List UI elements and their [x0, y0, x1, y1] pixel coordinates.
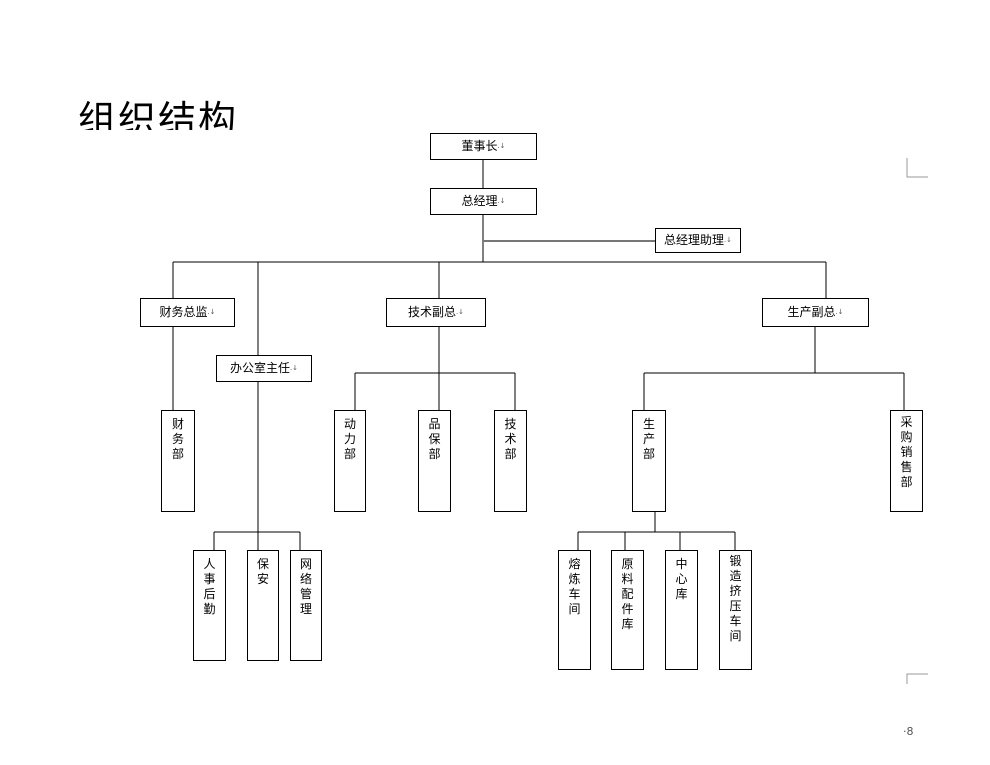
char: 库: [621, 617, 634, 631]
cfo-box: 财务总监.↓: [140, 298, 235, 327]
char: 挤: [729, 584, 742, 598]
gm-assistant-label: 总经理助理: [663, 233, 724, 247]
char: 配: [621, 587, 634, 601]
char: 车: [729, 614, 742, 628]
char: 采: [900, 415, 913, 429]
char: 保: [256, 557, 269, 571]
char: 动: [343, 417, 356, 431]
char: 品: [428, 417, 441, 431]
char: 网: [299, 557, 312, 571]
char: 库: [675, 587, 688, 601]
char: 术: [504, 432, 517, 446]
page-title: 组织结构: [78, 98, 239, 130]
hr-logistics-box: 人 事 后 勤: [193, 550, 226, 661]
char: 造: [729, 569, 742, 583]
char: 熔: [568, 557, 581, 571]
char: 压: [729, 599, 742, 613]
page-number: ·8: [903, 725, 914, 738]
char: 售: [900, 460, 913, 474]
char: 络: [299, 572, 312, 586]
char: 销: [900, 445, 913, 459]
network-mgmt-box: 网 络 管 理: [290, 550, 322, 661]
char: 事: [203, 572, 216, 586]
char: 部: [343, 447, 356, 461]
office-director-label: 办公室主任: [229, 361, 290, 375]
char: 炼: [568, 572, 581, 586]
char: 间: [568, 602, 581, 616]
char: 原: [621, 557, 634, 571]
page-corner-marks: [906, 158, 928, 684]
char: 安: [256, 572, 269, 586]
char: 部: [428, 447, 441, 461]
char: 后: [203, 587, 216, 601]
central-warehouse-box: 中 心 库: [665, 550, 698, 670]
char: 生: [642, 417, 655, 431]
char: 间: [729, 629, 742, 643]
char: 件: [621, 602, 634, 616]
char: 料: [621, 572, 634, 586]
char: 车: [568, 587, 581, 601]
char: 技: [504, 417, 517, 431]
char: 锻: [729, 554, 742, 568]
production-vp-label: 生产副总: [787, 305, 836, 319]
char: 管: [299, 587, 312, 601]
tech-vp-label: 技术副总: [407, 305, 456, 319]
forging-workshop-box: 锻 造 挤 压 车 间: [719, 550, 752, 670]
char: 财: [171, 417, 184, 431]
tech-dept-box: 技 术 部: [494, 410, 527, 512]
materials-warehouse-box: 原 料 配 件 库: [611, 550, 644, 670]
purchase-sales-dept-box: 采 购 销 售 部: [890, 410, 923, 512]
char: 勤: [203, 602, 216, 616]
char: 心: [675, 572, 688, 586]
char: 力: [343, 432, 356, 446]
char: 务: [171, 432, 184, 446]
char: 购: [900, 430, 913, 444]
office-director-box: 办公室主任.↓: [216, 355, 312, 382]
general-manager-box: 总经理.↓: [430, 188, 537, 215]
char: 保: [428, 432, 441, 446]
char: 中: [675, 557, 688, 571]
char: 部: [504, 447, 517, 461]
production-vp-box: 生产副总.↓: [762, 298, 869, 327]
quality-dept-box: 品 保 部: [418, 410, 451, 512]
char: 人: [203, 557, 216, 571]
general-manager-label: 总经理: [461, 194, 498, 208]
smelting-workshop-box: 熔 炼 车 间: [558, 550, 591, 670]
chairman-label: 董事长: [461, 139, 498, 153]
cfo-label: 财务总监: [159, 305, 208, 319]
finance-dept-box: 财 务 部: [161, 410, 195, 512]
security-box: 保 安: [247, 550, 279, 661]
gm-assistant-box: 总经理助理.↓: [655, 228, 741, 253]
char: 产: [642, 432, 655, 446]
chairman-box: 董事长.↓: [430, 133, 537, 160]
production-dept-box: 生 产 部: [632, 410, 666, 512]
char: 理: [299, 602, 312, 616]
char: 部: [171, 447, 184, 461]
tech-vp-box: 技术副总.↓: [386, 298, 486, 327]
char: 部: [900, 475, 913, 489]
char: 部: [642, 447, 655, 461]
power-dept-box: 动 力 部: [334, 410, 366, 512]
